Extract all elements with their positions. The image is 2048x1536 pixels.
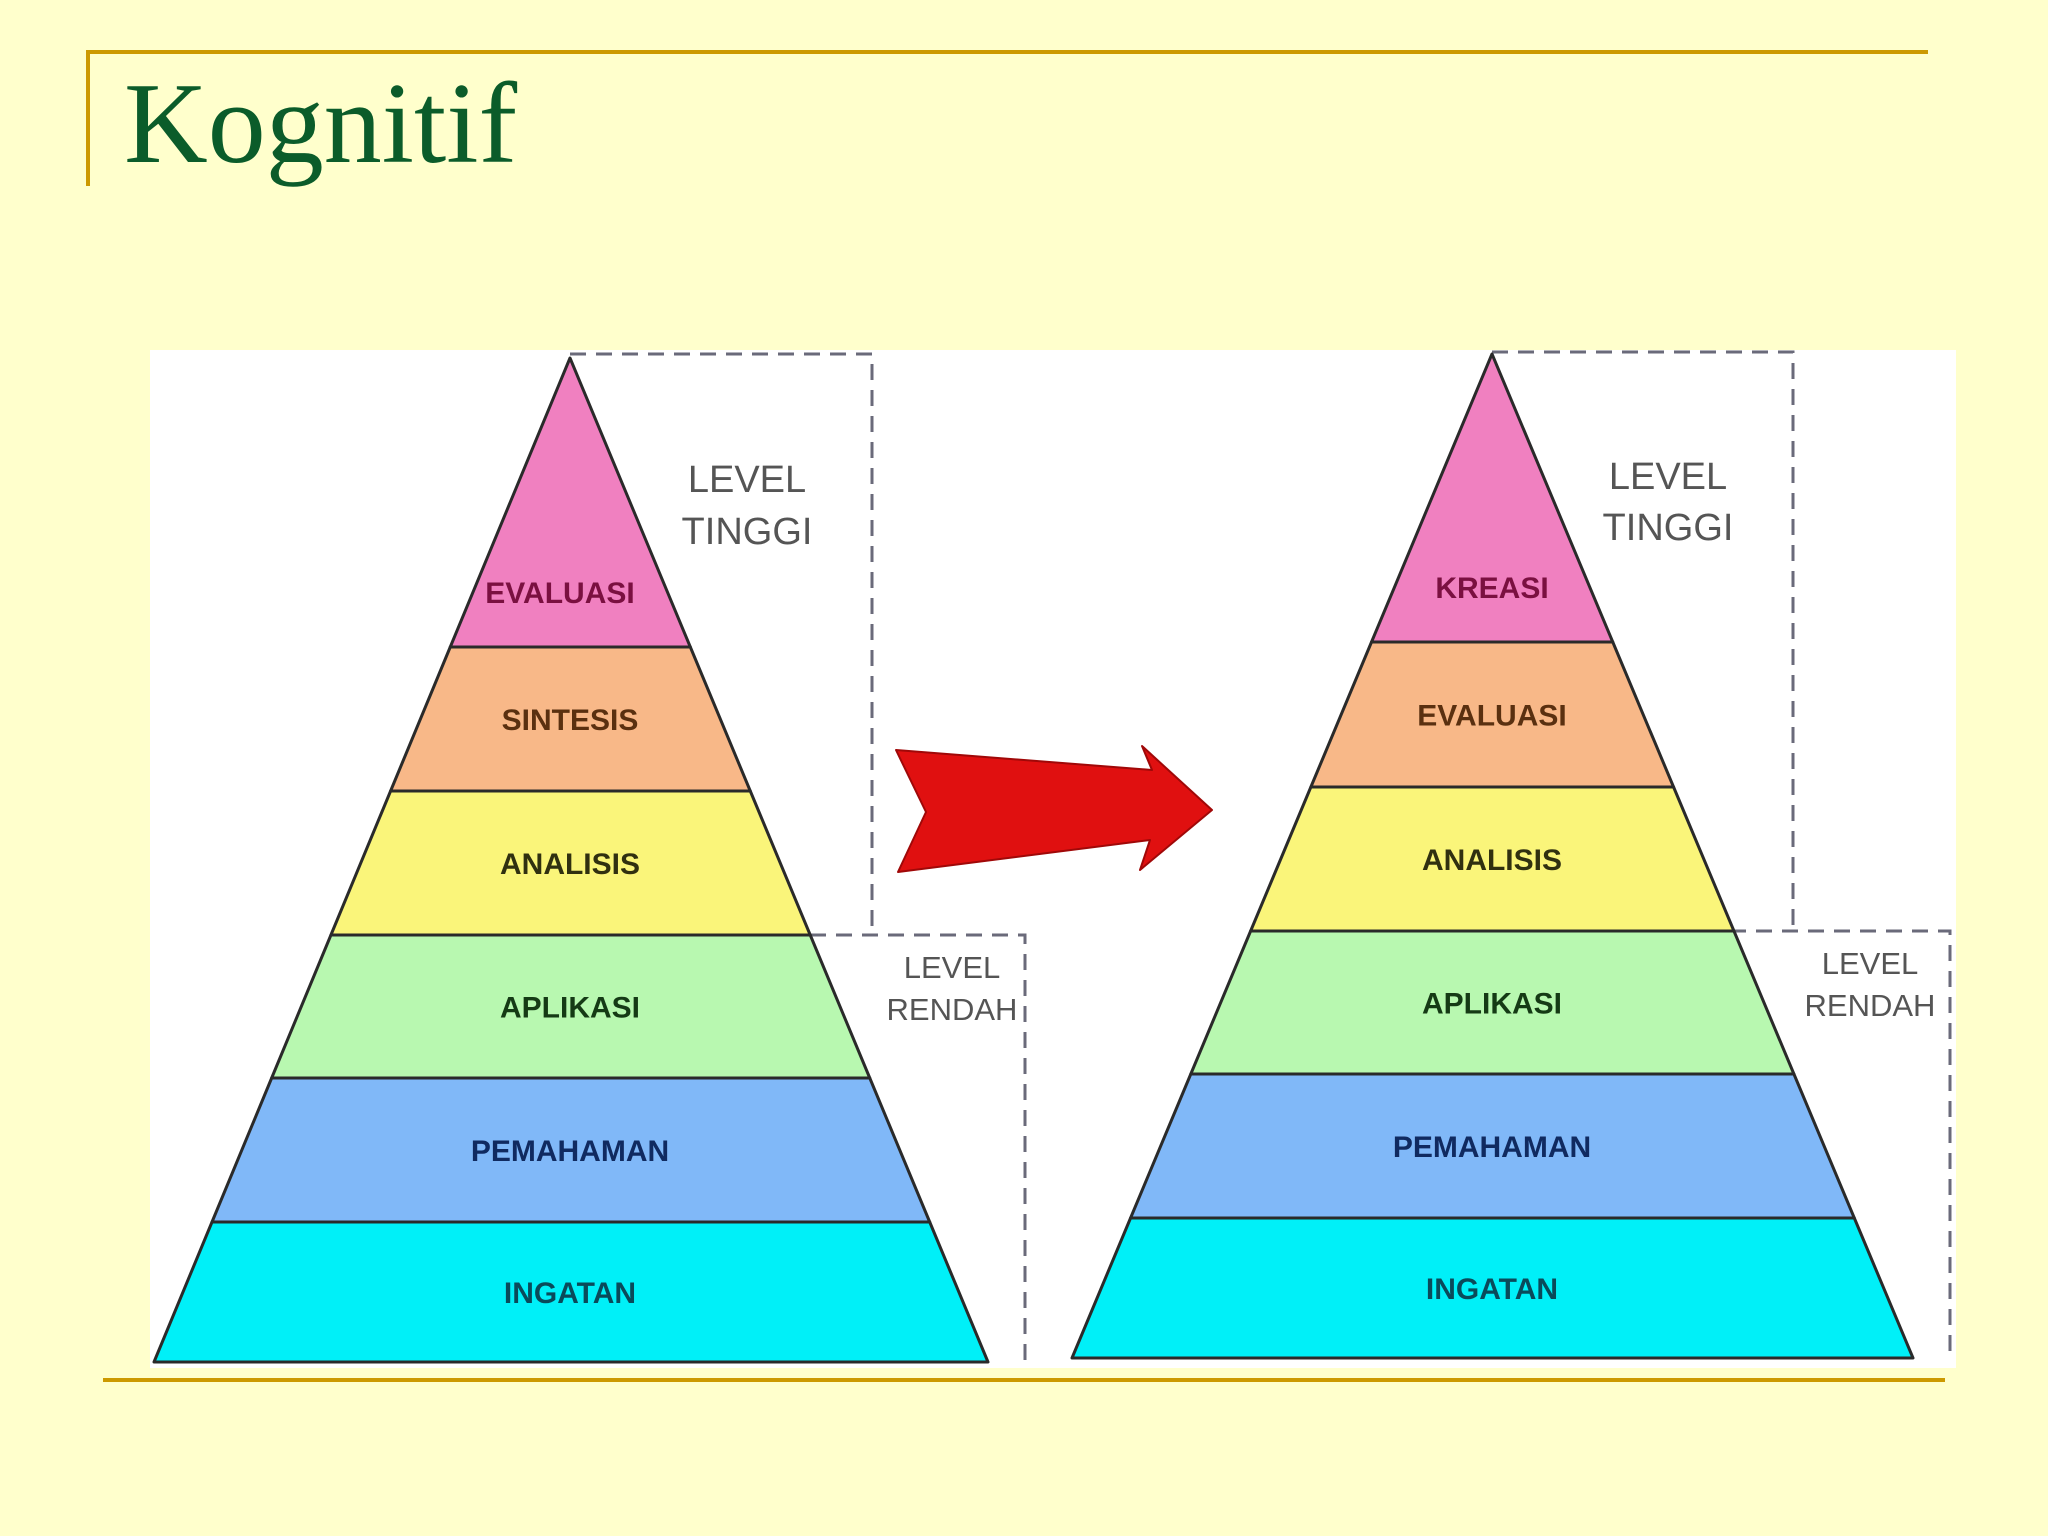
level-rendah-label: RENDAH [887, 992, 1018, 1027]
level-rendah-label: RENDAH [1805, 988, 1936, 1023]
right-arrow-icon [895, 745, 1213, 873]
pyramid-band-label: KREASI [1435, 572, 1548, 605]
pyramid-band-label: INGATAN [1426, 1273, 1558, 1306]
slide-title: Kognitif [124, 60, 518, 188]
high-level-dashed-box [570, 352, 874, 935]
pyramid-band-label: PEMAHAMAN [1393, 1131, 1591, 1164]
pyramid-band-label: EVALUASI [1417, 700, 1566, 733]
level-tinggi-label: LEVEL [688, 459, 806, 501]
bloom-taxonomy-figure: EVALUASI SINTESIS ANALISIS APLIKASI PEMAHAMA… [150, 350, 1956, 1368]
bloom-taxonomy-diagram: EVALUASI SINTESIS ANALISIS APLIKASI PEMAHAMA… [152, 350, 1952, 1364]
level-rendah-label: LEVEL [904, 950, 1001, 985]
pyramid-band-label: ANALISIS [1422, 844, 1562, 877]
title-rule-top [86, 50, 1928, 54]
low-level-dashed-box [810, 933, 1027, 1362]
level-tinggi-label: LEVEL [1609, 456, 1727, 498]
bottom-rule [103, 1378, 1945, 1382]
pyramid-band-label: APLIKASI [500, 992, 640, 1025]
high-level-dashed-box [1492, 350, 1795, 931]
level-rendah-label: LEVEL [1822, 946, 1919, 981]
pyramid-band-label: INGATAN [504, 1277, 636, 1310]
pyramid-band [152, 1220, 990, 1364]
level-tinggi-label: TINGGI [682, 511, 813, 553]
pyramid-band-label: SINTESIS [502, 704, 639, 737]
level-tinggi-label: TINGGI [1603, 507, 1734, 549]
pyramid-band-label: APLIKASI [1422, 988, 1562, 1021]
pyramid-band-label: ANALISIS [500, 848, 640, 881]
pyramid-band-label: PEMAHAMAN [471, 1135, 669, 1168]
pyramid-band-label: EVALUASI [485, 577, 634, 610]
low-level-dashed-box [1730, 929, 1952, 1358]
title-rule-left [86, 50, 90, 186]
pyramid-band [1070, 1216, 1915, 1360]
